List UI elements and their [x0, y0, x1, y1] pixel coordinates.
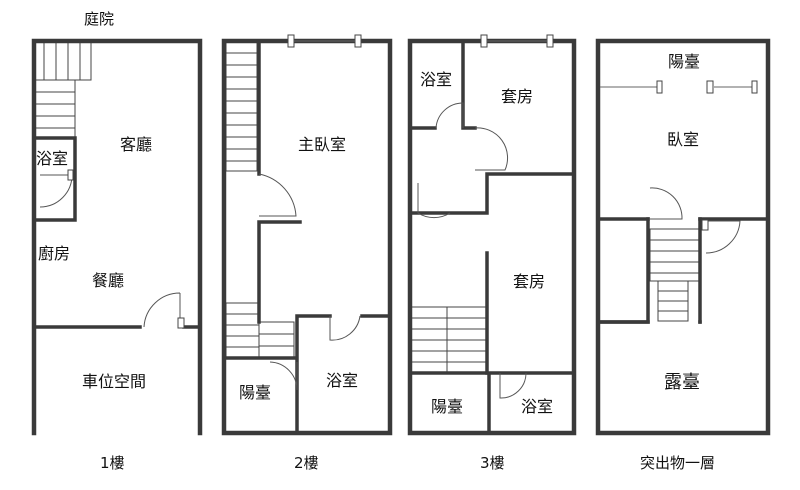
floor-2-master-door [258, 173, 297, 217]
floor-1-outer-wall [31, 38, 203, 436]
floor-1-stairs [33, 40, 92, 139]
floor-2-bath-door [329, 315, 361, 341]
room-bath-top: 浴室 [420, 70, 452, 89]
floor-3-outer-wall [407, 38, 577, 436]
room-parking: 車位空間 [82, 372, 146, 391]
room-kitchen: 廚房 [38, 244, 70, 263]
courtyard-label: 庭院 [84, 10, 114, 28]
floor-2-stair-wall [257, 39, 302, 324]
floor-3-bath-door [499, 372, 527, 399]
room-master: 主臥室 [298, 135, 346, 154]
room-terrace: 露臺 [664, 372, 700, 393]
floor-1-caption: 1樓 [100, 454, 125, 472]
floor-3-window-left [480, 34, 488, 48]
floor-3-window-right [546, 34, 554, 48]
floor-2-balcony-door [269, 361, 298, 391]
floor-1-plan: 客廳 浴室 廚房 餐廳 車位空間 1樓 [31, 38, 203, 472]
floor-2-outer-wall [221, 38, 393, 436]
floor-2-window-right [354, 34, 362, 48]
floor-3-bottom-walls [408, 371, 576, 435]
room-bedroom: 臥室 [667, 130, 699, 149]
room-balcony: 陽臺 [431, 397, 463, 416]
floor-3-suite-top-door [474, 127, 509, 171]
floor-2-window-left [287, 34, 295, 48]
rooftop-bedroom-door [705, 220, 741, 254]
rooftop-window-2 [706, 80, 714, 94]
floor-2-bath-wall [222, 314, 392, 435]
floor-3-top-walls [408, 39, 576, 215]
room-suite: 套房 [513, 272, 545, 291]
rooftop-window-3 [751, 80, 758, 94]
rooftop-plan: 陽臺 臥室 露臺 突出物一層 [595, 38, 771, 472]
floor-1-parking-door [143, 292, 181, 328]
rooftop-stairs [649, 228, 701, 322]
room-balcony: 陽臺 [239, 383, 271, 402]
room-bath: 浴室 [326, 371, 358, 390]
room-living: 客廳 [120, 135, 152, 154]
floor-3-caption: 3樓 [480, 454, 505, 472]
floor-1-bath-door [39, 174, 73, 208]
floor-3-stairs [409, 306, 488, 374]
room-bath: 浴室 [521, 397, 553, 416]
rooftop-window-1 [656, 80, 663, 94]
room-balcony: 陽臺 [668, 52, 700, 71]
floor-3-plan: 浴室 套房 套房 陽臺 浴室 3樓 [407, 34, 577, 472]
room-dining: 餐廳 [92, 271, 124, 290]
floor-3-bath-top-door [435, 102, 464, 129]
room-bath: 浴室 [36, 149, 68, 168]
rooftop-outer-wall [595, 38, 771, 436]
floor-3-stair-door [417, 183, 451, 219]
floor-2-caption: 2樓 [294, 454, 319, 472]
rooftop-caption: 突出物一層 [640, 454, 715, 472]
rooftop-stair-door [649, 187, 683, 220]
floor-2-plan: 主臥室 陽臺 浴室 2樓 [221, 34, 393, 472]
room-suite-top: 套房 [501, 87, 533, 106]
floor-1-bath-wall [32, 136, 77, 222]
